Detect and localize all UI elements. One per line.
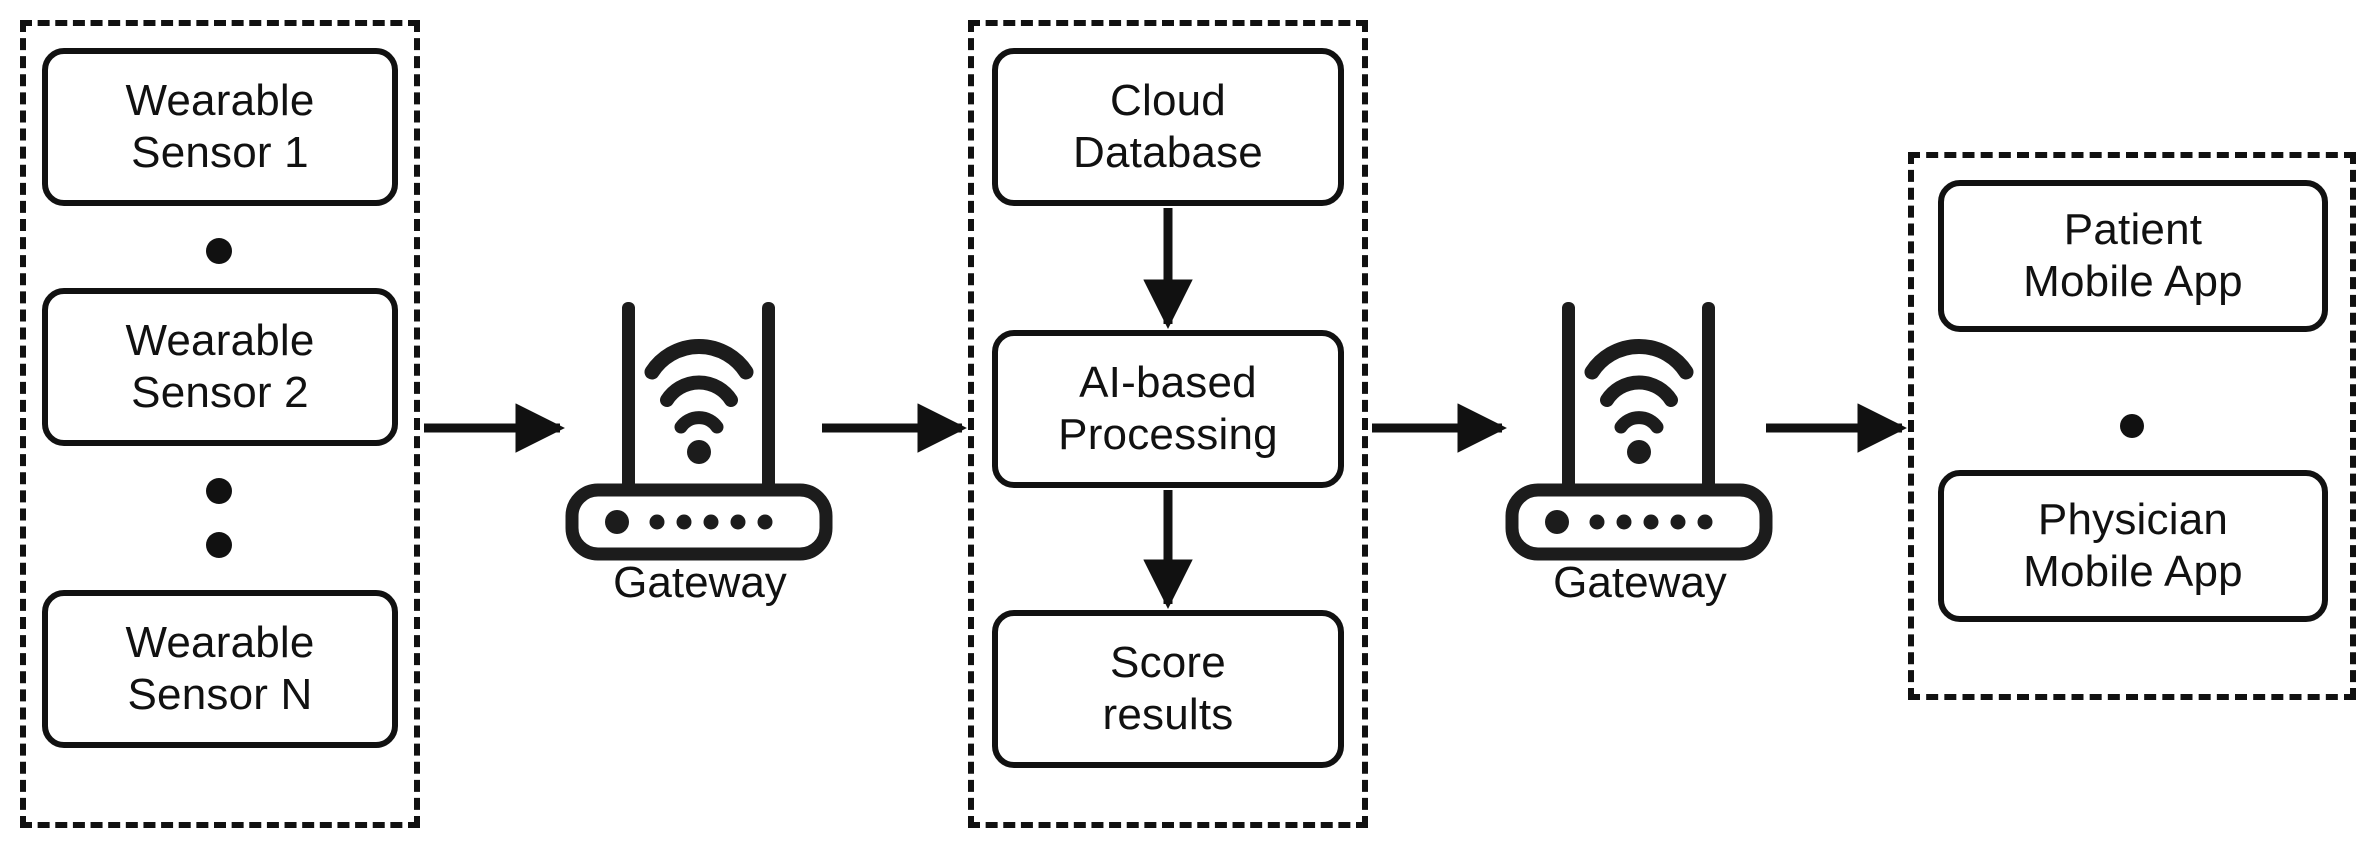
router-led-2 (676, 514, 692, 530)
node-label-line1: Wearable (125, 76, 315, 126)
router-led-5 (1697, 514, 1713, 530)
wifi-dot-icon (1627, 440, 1651, 464)
antenna-right (1702, 302, 1715, 502)
gateway-right-wifi-router-icon (1505, 302, 1773, 561)
gateway-left-label: Gateway (613, 558, 787, 607)
node-physician-mobile-app[interactable]: Physician Mobile App (1938, 470, 2328, 622)
node-wearable-sensor-1[interactable]: Wearable Sensor 1 (42, 48, 398, 206)
node-patient-mobile-app[interactable]: Patient Mobile App (1938, 180, 2328, 332)
node-label-line1: Patient (2063, 205, 2203, 255)
router-led-2 (1616, 514, 1632, 530)
wifi-arc-icon (644, 338, 754, 434)
router-led-main (1545, 510, 1569, 534)
wearable-sensors-group (20, 20, 420, 828)
gateway-right-label: Gateway (1553, 558, 1727, 607)
apps-ellipsis-dot (2120, 414, 2144, 438)
sensor-ellipsis-dot-1 (206, 238, 232, 264)
node-label-line1: Wearable (125, 618, 315, 668)
node-label-line1: Wearable (125, 316, 315, 366)
antenna-left (1562, 302, 1575, 502)
node-label-line2: Sensor N (127, 670, 313, 719)
router-led-3 (1643, 514, 1659, 530)
node-label-line1: Score (1110, 638, 1226, 688)
node-wearable-sensor-N[interactable]: Wearable Sensor N (42, 590, 398, 748)
node-label-line2: Sensor 2 (131, 368, 309, 417)
router-led-main (605, 510, 629, 534)
node-label-line2: Sensor 1 (131, 128, 309, 177)
sensor-ellipsis-dot-2b (206, 532, 232, 558)
node-label-line1: Physician (2037, 495, 2229, 545)
cloud-processing-group (968, 20, 1368, 828)
node-wearable-sensor-2[interactable]: Wearable Sensor 2 (42, 288, 398, 446)
node-score-results[interactable]: Score results (992, 610, 1344, 768)
mobile-apps-group (1908, 152, 2356, 700)
router-led-4 (730, 514, 746, 530)
router-led-4 (1670, 514, 1686, 530)
antenna-left (622, 302, 635, 502)
node-label-line1: Cloud (1110, 76, 1226, 126)
router-led-3 (703, 514, 719, 530)
wifi-arc-icon (1584, 338, 1694, 434)
antenna-right (762, 302, 775, 502)
node-label-line2: results (1102, 690, 1234, 739)
sensor-ellipsis-dot-2a (206, 478, 232, 504)
node-label-line2: Mobile App (2023, 257, 2243, 306)
router-body (565, 483, 833, 561)
node-label-line2: Processing (1058, 410, 1278, 459)
node-label-line2: Database (1073, 128, 1263, 177)
node-ai-based-processing[interactable]: AI-based Processing (992, 330, 1344, 488)
wifi-dot-icon (687, 440, 711, 464)
node-label-line1: AI-based (1079, 358, 1257, 408)
router-led-1 (1589, 514, 1605, 530)
node-label-line2: Mobile App (2023, 547, 2243, 596)
node-cloud-database[interactable]: Cloud Database (992, 48, 1344, 206)
router-led-1 (649, 514, 665, 530)
gateway-left-wifi-router-icon (565, 302, 833, 561)
router-body (1505, 483, 1773, 561)
router-led-5 (757, 514, 773, 530)
